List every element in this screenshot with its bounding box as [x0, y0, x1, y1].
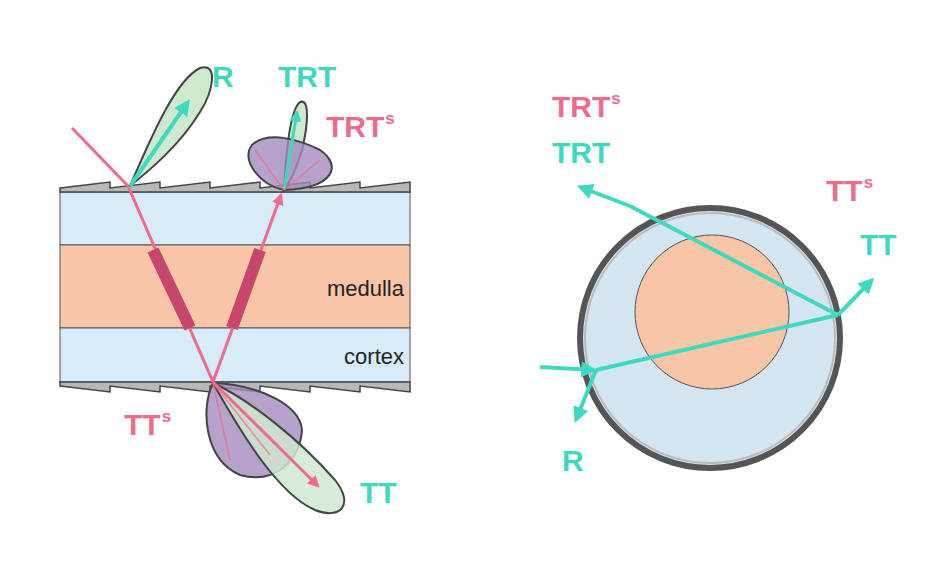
component-label: TRT: [326, 112, 384, 142]
component-label: TT: [360, 478, 397, 508]
cortex-band: cortex: [60, 328, 410, 382]
component-label: TT: [860, 230, 897, 260]
component-label: TRT: [552, 138, 610, 168]
medulla-band: medulla: [60, 245, 410, 328]
component-label: TRT: [552, 92, 610, 122]
band-label: medulla: [327, 276, 404, 302]
superscript-label: s: [385, 110, 394, 127]
component-label: R: [562, 446, 584, 476]
superscript-label: s: [162, 408, 171, 425]
superscript-label: s: [864, 174, 873, 191]
component-label: R: [212, 62, 234, 92]
component-label: TRT: [278, 62, 336, 92]
component-label: TT: [124, 410, 161, 440]
superscript-label: s: [611, 90, 620, 107]
band-label: cortex: [344, 344, 404, 370]
component-label: TT: [826, 176, 863, 206]
cuticle-scale: [60, 182, 410, 192]
